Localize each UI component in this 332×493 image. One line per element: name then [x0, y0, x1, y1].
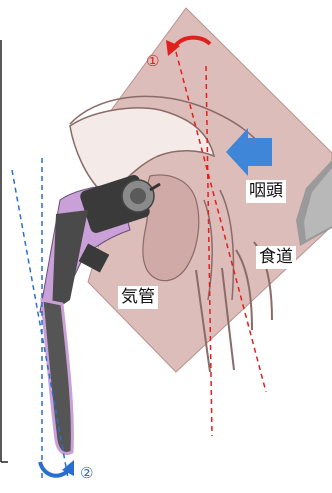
left-frame — [1, 40, 8, 462]
label-pharynx: 咽頭 — [246, 180, 286, 203]
marker-2: ② — [80, 466, 93, 481]
label-esophagus: 食道 — [256, 246, 296, 269]
marker-1: ① — [146, 54, 159, 69]
label-trachea: 気管 — [118, 286, 158, 309]
